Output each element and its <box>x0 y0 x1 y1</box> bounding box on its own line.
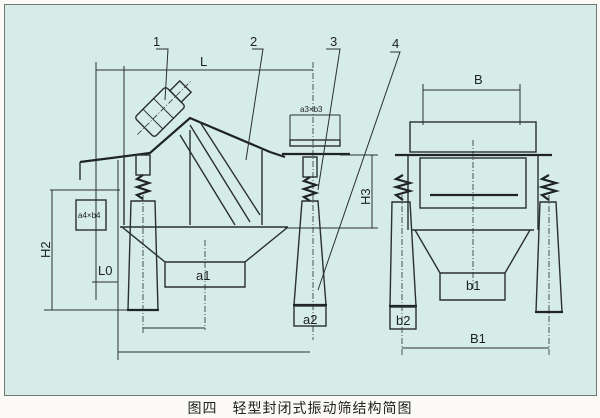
label-part-1: 1 <box>153 34 160 49</box>
label-H2: H2 <box>38 241 53 258</box>
end-view: B b1 b2 B1 <box>389 72 563 355</box>
label-b2: b2 <box>396 313 410 328</box>
screen-deck <box>179 134 236 226</box>
label-a4b4: a4×b4 <box>78 211 101 220</box>
label-L: L <box>200 54 207 69</box>
figure-caption: 图四 轻型封闭式振动筛结构简图 <box>187 401 413 417</box>
label-H3: H3 <box>358 188 373 205</box>
label-a3b3: a3×b3 <box>300 105 323 114</box>
leader-1 <box>156 48 169 101</box>
base-plate <box>389 306 417 330</box>
vibration-motor <box>135 79 193 137</box>
leader-3 <box>317 48 341 191</box>
label-part-2: 2 <box>250 34 257 49</box>
leader-4 <box>317 51 401 291</box>
screen-deck <box>189 124 251 223</box>
label-B1: B1 <box>470 331 486 346</box>
label-L0: L0 <box>98 263 112 278</box>
label-a2: a2 <box>303 312 317 327</box>
discharge-hopper <box>414 229 531 301</box>
spring-right <box>537 174 561 201</box>
label-b1: b1 <box>466 278 480 293</box>
support-leg <box>293 200 327 306</box>
leader-2 <box>245 48 264 161</box>
spring-right <box>300 156 320 202</box>
label-part-4: 4 <box>392 36 399 51</box>
screen-cover <box>79 116 286 164</box>
outlet-flange <box>289 139 341 147</box>
label-B: B <box>474 72 483 87</box>
screen-deck <box>199 121 261 216</box>
spring-left <box>391 174 415 201</box>
label-a1: a1 <box>196 268 210 283</box>
support-leg <box>389 201 417 307</box>
spring-left <box>133 154 153 200</box>
inlet-box <box>75 199 107 231</box>
screen-top-box <box>409 121 537 153</box>
side-view: L a3×b3 a4×b4 <box>38 34 401 360</box>
label-part-3: 3 <box>330 34 337 49</box>
base-plate <box>293 305 327 327</box>
